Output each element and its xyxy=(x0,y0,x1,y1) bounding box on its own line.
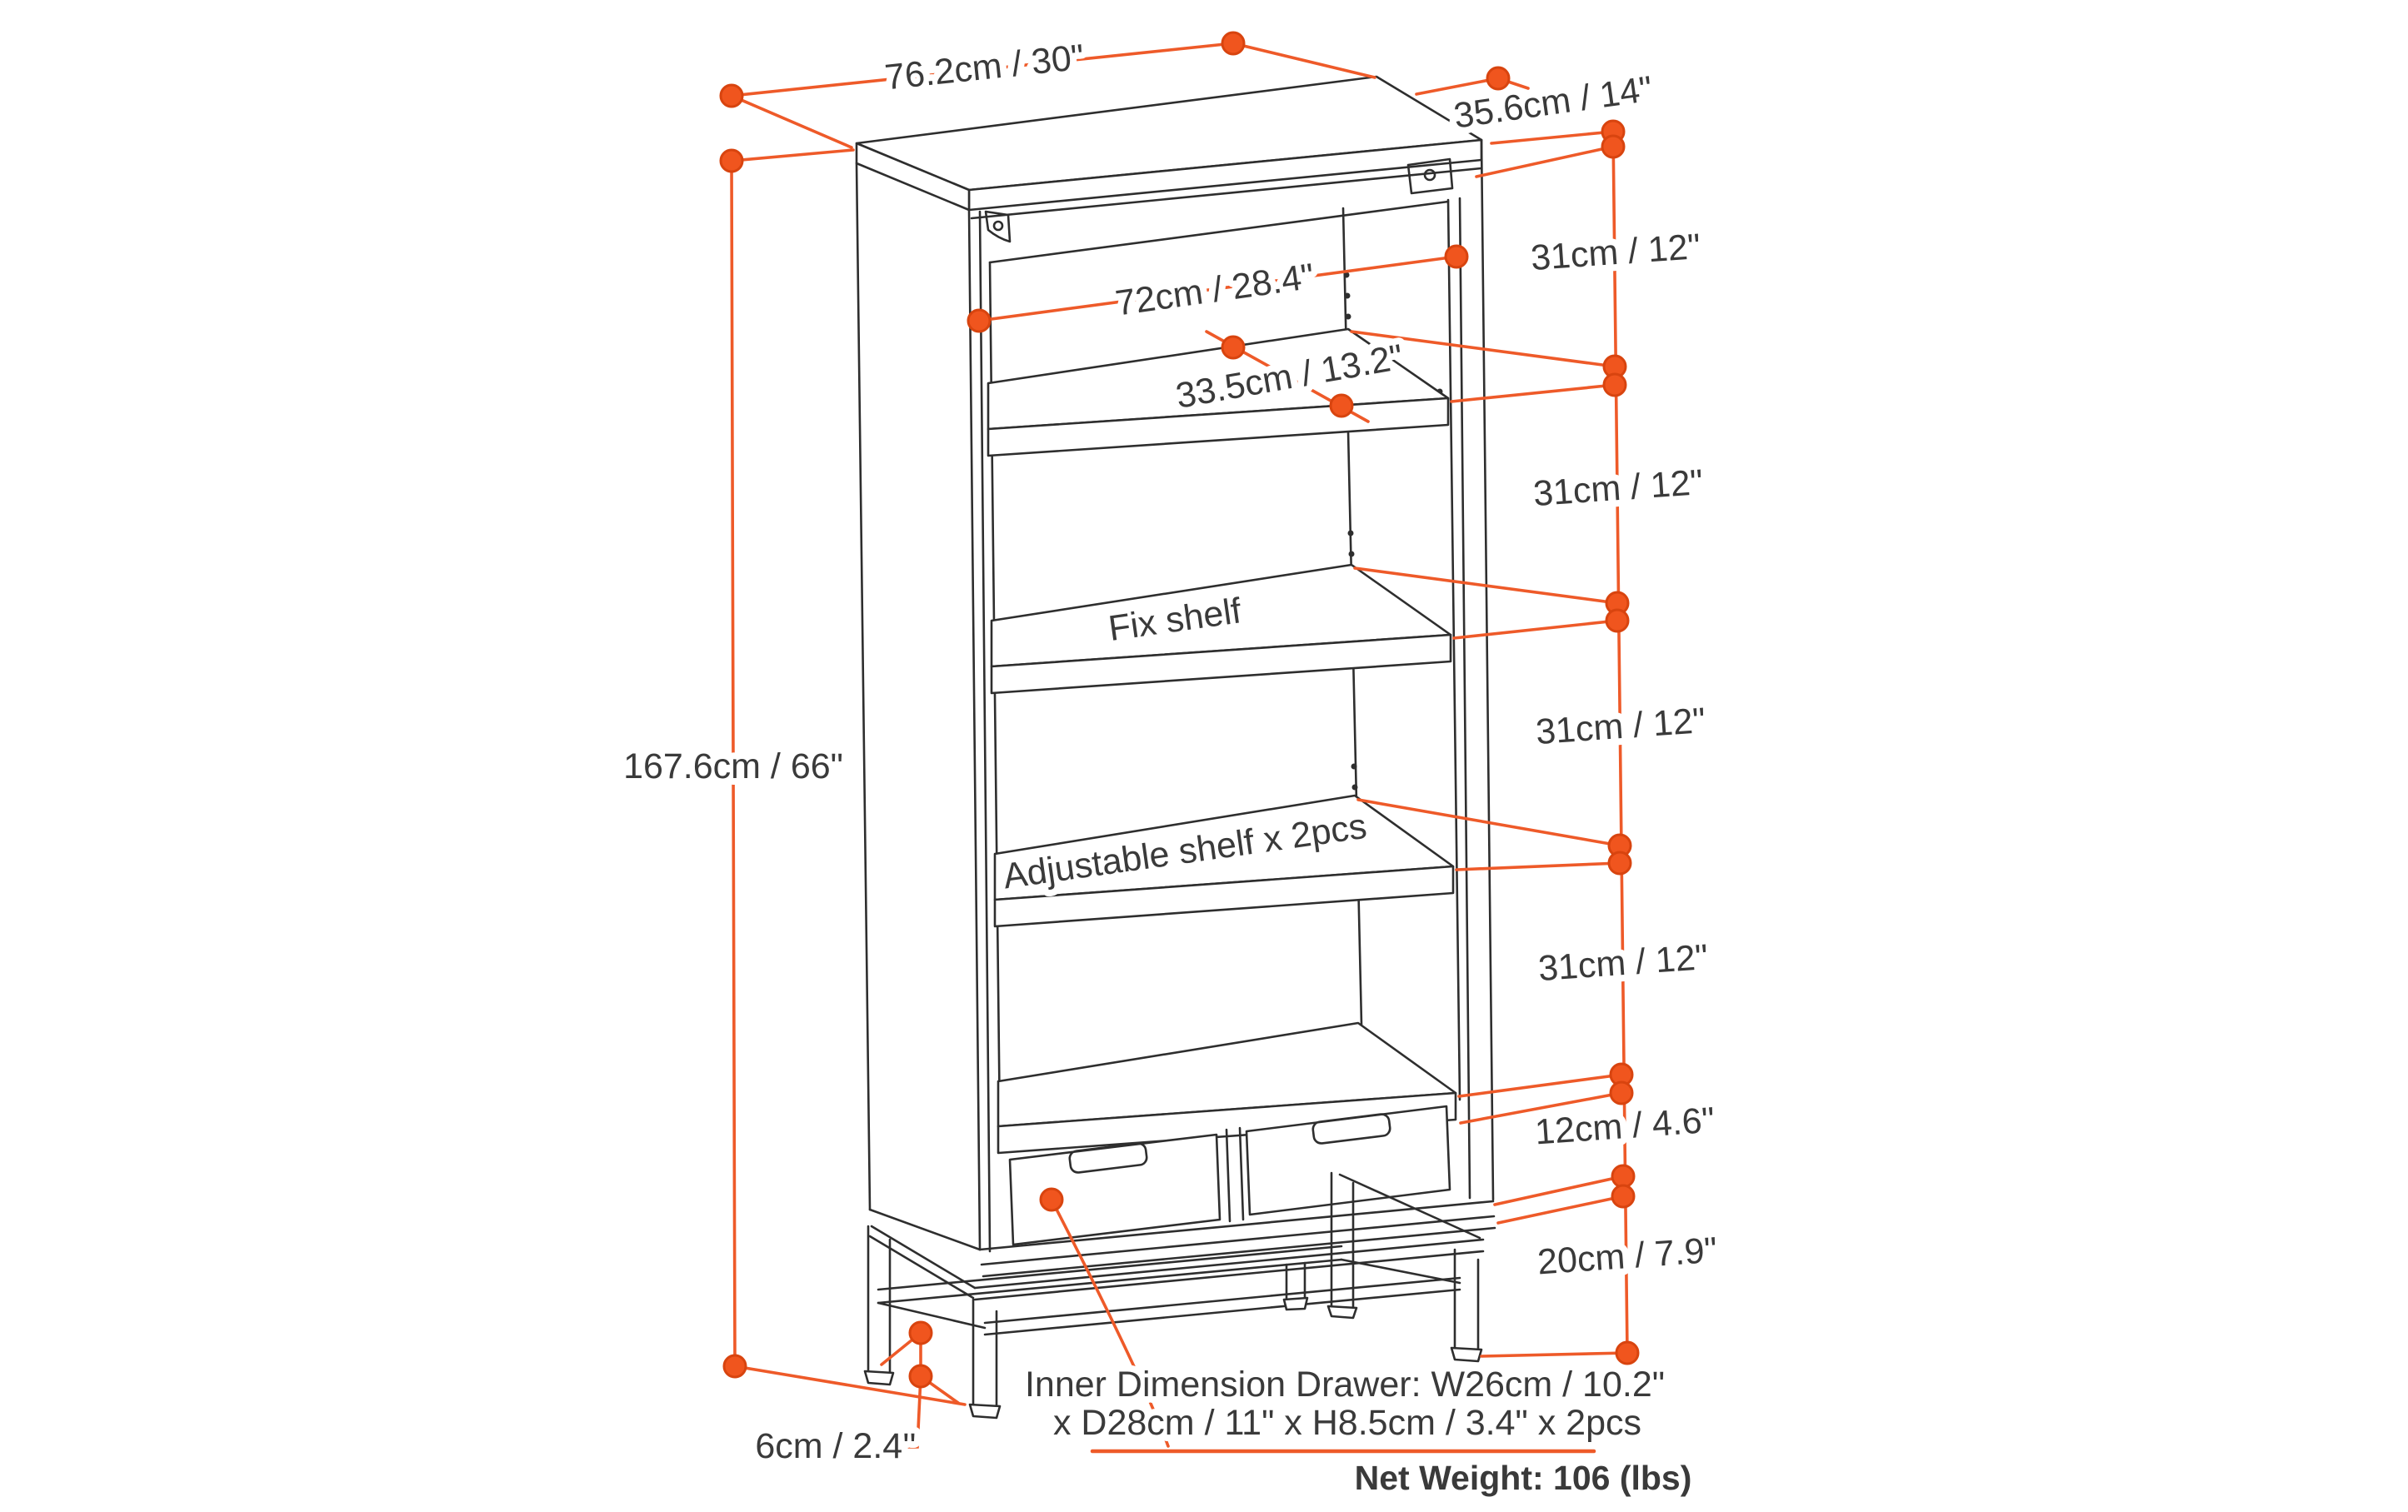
base-leg-rear-left xyxy=(863,1225,895,1386)
height-dimension xyxy=(719,148,967,1406)
corner-bracket-right xyxy=(1406,157,1454,195)
base-height-label: 20cm / 7.9" xyxy=(1536,1230,1719,1283)
interior-ceiling-edge xyxy=(988,200,1450,264)
cabinet-line-art xyxy=(855,75,1496,1420)
dimension-dot xyxy=(1486,66,1511,91)
dimension-dot xyxy=(1611,1184,1636,1209)
depth-dimension xyxy=(1415,66,1530,96)
dimension-dot xyxy=(908,1364,933,1389)
left-panel-front-edge xyxy=(967,208,982,1251)
carcass-bottom xyxy=(978,1200,1496,1278)
dimension-dot xyxy=(1615,1340,1640,1365)
shelf-gap-label-4: 31cm / 12" xyxy=(1537,937,1710,989)
dimension-dot xyxy=(908,1320,933,1345)
shelf-depth-dimension xyxy=(1205,330,1370,423)
base-leg-front-right xyxy=(1450,1248,1483,1363)
shelf-4-bottom xyxy=(997,1021,1457,1155)
base-right-rail xyxy=(1338,1173,1481,1240)
drawer-right-handle xyxy=(1311,1113,1391,1145)
right-dimension-column xyxy=(1350,119,1640,1365)
dimension-dot xyxy=(1601,134,1626,159)
interior-width-dimension xyxy=(967,244,1469,333)
dimension-dot xyxy=(1221,31,1246,56)
shelf-2-fix xyxy=(990,563,1452,695)
width-label: 76.2cm / 30" xyxy=(883,37,1087,98)
base-leg-front-left xyxy=(968,1298,1002,1420)
base-left-rail xyxy=(870,1225,977,1290)
dimension-dot xyxy=(1444,244,1469,269)
dimension-dot xyxy=(1607,851,1632,876)
width-dimension xyxy=(719,31,1376,149)
drawer-left xyxy=(1008,1133,1221,1246)
drawer-inner-dimension-leader xyxy=(1039,1187,1596,1454)
drawer-divider xyxy=(1225,1126,1245,1223)
dimension-dot xyxy=(967,308,992,333)
base-stretchers xyxy=(877,1245,1461,1336)
drawer-inner-dimension-line2: x D28cm / 11" x H8.5cm / 3.4" x 2pcs xyxy=(1053,1403,1641,1443)
foot-height-label: 6cm / 2.4'' xyxy=(755,1426,916,1466)
right-panel-outer-edge xyxy=(1480,138,1495,1201)
base-front-rail xyxy=(973,1238,1485,1290)
foot-height-dimension xyxy=(880,1320,960,1449)
interior-width-label: 72cm / 28.4" xyxy=(1113,257,1316,324)
shelf-3-adjustable xyxy=(993,794,1455,928)
dimension-dot xyxy=(719,148,744,173)
depth-label: 35.6cm / 14" xyxy=(1451,69,1655,137)
dimension-lines xyxy=(719,31,1640,1454)
left-panel-bottom xyxy=(868,1208,982,1251)
drawer-left-handle xyxy=(1068,1142,1148,1174)
left-panel-rear-edge xyxy=(855,162,872,1211)
shelf-gap-label-1: 31cm / 12" xyxy=(1530,227,1702,278)
shelf-gap-label-3: 31cm / 12" xyxy=(1535,701,1707,752)
net-weight-label: Net Weight: 106 (lbs) xyxy=(1355,1459,1692,1497)
dimension-labels: 76.2cm / 30" 35.6cm / 14" 72cm / 28.4" 3… xyxy=(617,31,1725,1504)
drawer-height-label: 12cm / 4.6" xyxy=(1534,1100,1716,1153)
dimension-dot xyxy=(722,1354,747,1379)
dimension-dot xyxy=(1221,335,1246,360)
dimension-dot xyxy=(1611,1164,1636,1189)
height-label: 167.6cm / 66" xyxy=(623,746,843,786)
shelf-gap-label-2: 31cm / 12" xyxy=(1532,462,1705,514)
dimension-dot xyxy=(1605,608,1630,633)
metal-base xyxy=(863,1171,1485,1420)
corner-bracket-left xyxy=(984,210,1012,243)
interior-right-edge xyxy=(1446,198,1461,1101)
base-center-support xyxy=(1282,1261,1309,1311)
drawer-right xyxy=(1245,1105,1451,1216)
dimension-dot xyxy=(1329,393,1354,418)
dimension-dot xyxy=(719,83,744,108)
dimension-dot xyxy=(1609,1080,1634,1105)
dimension-dot xyxy=(1039,1187,1064,1212)
drawer-inner-dimension-line1: Inner Dimension Drawer: W26cm / 10.2" xyxy=(1025,1365,1665,1405)
dimension-dot xyxy=(1602,372,1627,397)
